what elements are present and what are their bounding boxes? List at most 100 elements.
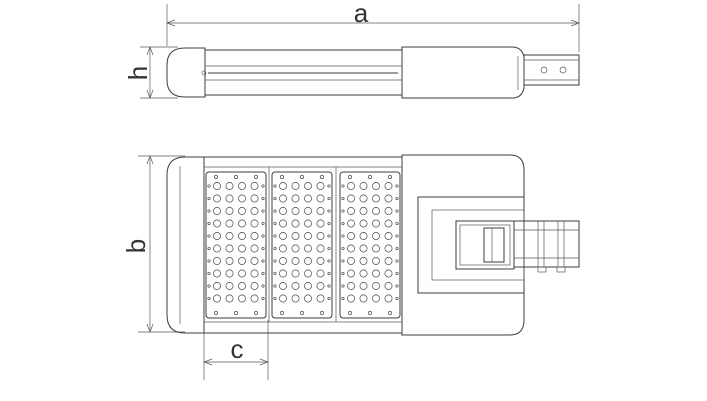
led-chip <box>304 269 312 278</box>
mounting-hole <box>388 311 392 315</box>
led-chip <box>372 294 380 303</box>
led-chip <box>384 207 393 215</box>
led-chip <box>304 294 312 303</box>
led-chip <box>225 282 234 290</box>
led-chip <box>279 182 287 190</box>
side-screw <box>273 234 277 238</box>
side-screw <box>341 196 345 201</box>
side-screw <box>207 284 211 288</box>
led-chip <box>225 194 234 203</box>
side-screw <box>261 221 265 226</box>
led-chip <box>279 194 287 203</box>
mounting-hole <box>300 175 304 179</box>
top-view: b c <box>121 154 580 380</box>
led-chip <box>359 294 368 303</box>
side-screw <box>341 284 345 288</box>
side-screw <box>341 234 345 238</box>
dimension-c-label: c <box>231 334 244 364</box>
mounting-hole <box>234 175 238 179</box>
led-chip <box>347 282 355 290</box>
led-array <box>207 175 399 315</box>
led-chip <box>384 282 393 290</box>
mounting-hole <box>368 175 372 179</box>
led-chip <box>238 257 246 265</box>
mounting-hole <box>280 175 284 179</box>
led-chip <box>359 207 368 215</box>
led-chip <box>225 219 234 228</box>
led-chip <box>347 269 355 278</box>
side-screw <box>261 271 265 276</box>
side-screw <box>207 221 211 226</box>
led-chip <box>250 232 259 240</box>
led-chip <box>225 232 234 240</box>
led-chip <box>250 182 259 190</box>
led-chip <box>238 269 246 278</box>
mounting-arm-top <box>455 220 580 273</box>
side-screw <box>341 259 345 263</box>
side-screw <box>327 271 331 276</box>
side-screw <box>273 221 277 226</box>
led-chip <box>250 207 259 215</box>
led-chip <box>384 232 393 240</box>
side-screw <box>327 296 331 301</box>
led-chip <box>279 232 287 240</box>
side-screw <box>207 271 211 276</box>
mounting-hole <box>368 311 372 315</box>
led-chip <box>279 282 287 290</box>
led-chip <box>372 282 380 290</box>
led-chip <box>213 244 221 253</box>
led-chip <box>250 269 259 278</box>
mounting-hole <box>300 311 304 315</box>
side-screw <box>327 259 331 263</box>
mounting-arm-side <box>523 54 580 86</box>
housing-top <box>166 156 402 334</box>
mounting-hole <box>348 311 352 315</box>
led-chip <box>213 182 221 190</box>
led-chip <box>238 219 246 228</box>
led-chip <box>359 194 368 203</box>
mounting-hole <box>320 175 324 179</box>
led-chip <box>372 269 380 278</box>
side-screw <box>395 221 399 226</box>
side-screw <box>341 246 345 251</box>
led-chip <box>304 282 312 290</box>
led-chip <box>250 194 259 203</box>
led-chip <box>279 257 287 265</box>
led-chip <box>372 207 380 215</box>
side-screw <box>327 234 331 238</box>
side-screw <box>395 259 399 263</box>
led-chip <box>291 232 300 240</box>
side-screw <box>207 196 211 201</box>
led-chip <box>250 257 259 265</box>
led-chip <box>250 244 259 253</box>
led-chip <box>316 232 325 240</box>
driver-box <box>401 154 525 336</box>
side-screw <box>273 184 277 188</box>
led-chip <box>279 219 287 228</box>
led-chip <box>238 194 246 203</box>
side-screw <box>395 246 399 251</box>
led-chip <box>384 244 393 253</box>
led-chip <box>316 207 325 215</box>
side-view: a h <box>123 0 580 99</box>
side-screw <box>273 246 277 251</box>
led-chip <box>238 282 246 290</box>
mounting-hole <box>214 175 218 179</box>
led-chip <box>291 269 300 278</box>
led-chip <box>225 294 234 303</box>
led-chip <box>359 232 368 240</box>
dimension-c: c <box>203 320 269 380</box>
dimension-h: h <box>123 46 178 99</box>
side-screw <box>395 296 399 301</box>
side-screw <box>261 246 265 251</box>
led-chip <box>372 194 380 203</box>
side-screw <box>395 209 399 213</box>
side-screw <box>327 246 331 251</box>
mounting-hole <box>234 311 238 315</box>
led-chip <box>304 182 312 190</box>
led-chip <box>372 244 380 253</box>
led-chip <box>291 282 300 290</box>
led-module-frames <box>205 167 401 322</box>
led-chip <box>225 244 234 253</box>
